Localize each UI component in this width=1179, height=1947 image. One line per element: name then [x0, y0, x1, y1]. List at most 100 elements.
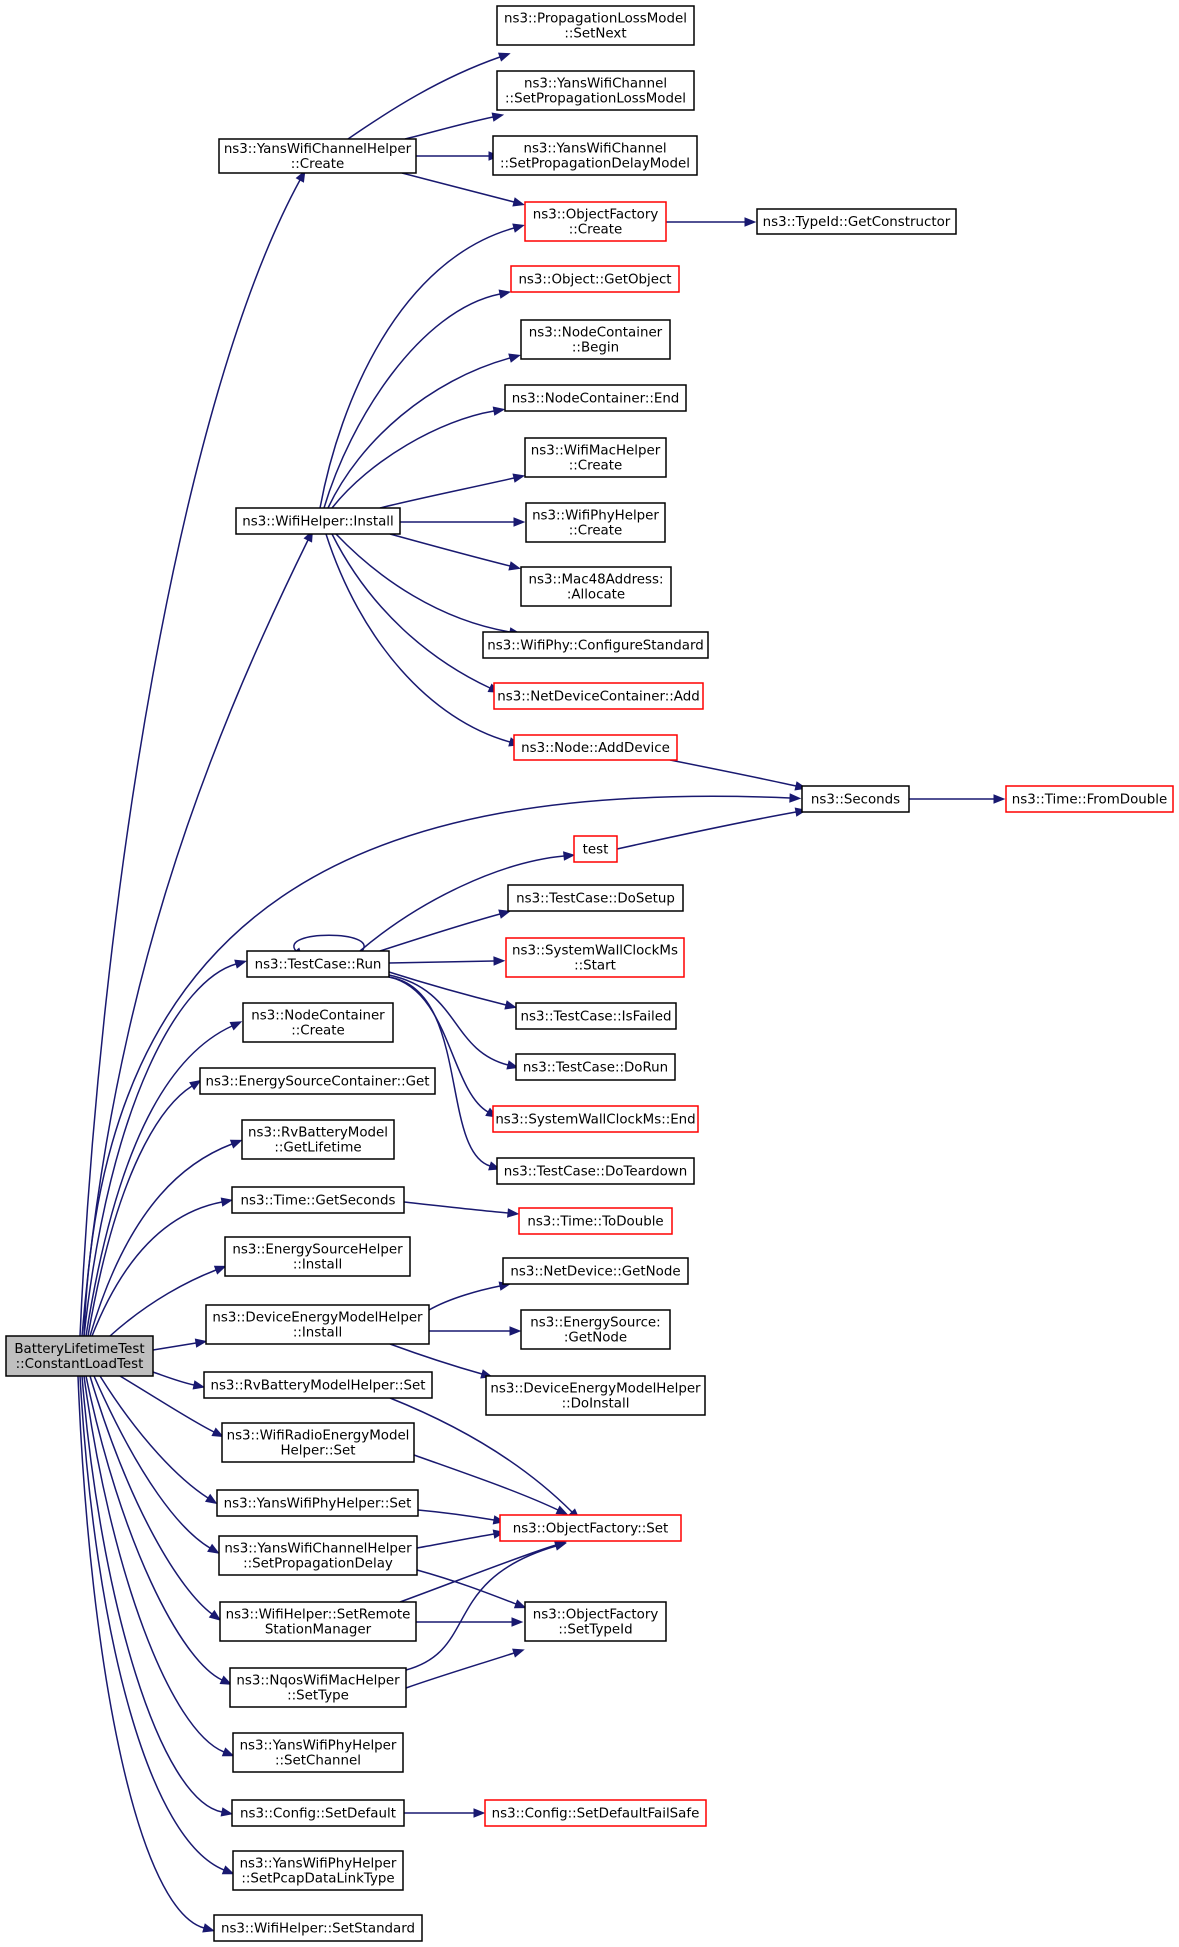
node-box[interactable]	[496, 1157, 695, 1185]
node-yans-chan-helper-create[interactable]: ns3::YansWifiChannelHelper::Create	[218, 138, 417, 174]
node-box[interactable]	[518, 1207, 673, 1235]
node-syswall-start[interactable]: ns3::SystemWallClockMs::Start	[505, 937, 685, 978]
node-mac48-allocate[interactable]: ns3::Mac48Address::Allocate	[520, 566, 672, 607]
node-objfactory-set[interactable]: ns3::ObjectFactory::Set	[499, 1514, 682, 1542]
node-box[interactable]	[524, 1601, 667, 1642]
node-box[interactable]	[485, 1375, 706, 1416]
node-objfactory-settypeid[interactable]: ns3::ObjectFactory::SetTypeId	[524, 1601, 667, 1642]
node-box[interactable]	[502, 1257, 689, 1285]
node-yansphy-set[interactable]: ns3::YansWifiPhyHelper::Set	[216, 1489, 419, 1517]
node-box[interactable]	[520, 1309, 671, 1350]
node-box[interactable]	[504, 384, 687, 412]
node-wifihelper-setstandard[interactable]: ns3::WifiHelper::SetStandard	[213, 1914, 423, 1942]
node-box[interactable]	[199, 1067, 436, 1095]
node-config-setdefaultfailsafe[interactable]: ns3::Config::SetDefaultFailSafe	[484, 1799, 707, 1827]
node-typeid-getctor[interactable]: ns3::TypeId::GetConstructor	[756, 208, 957, 235]
node-rvbathelper-set[interactable]: ns3::RvBatteryModelHelper::Set	[203, 1371, 433, 1399]
node-box[interactable]	[515, 1053, 676, 1081]
node-es-getnode[interactable]: ns3::EnergySource::GetNode	[520, 1309, 671, 1350]
node-box[interactable]	[219, 1601, 417, 1642]
node-box[interactable]	[221, 1422, 415, 1463]
node-yanschan-setpropdelay[interactable]: ns3::YansWifiChannelHelper::SetPropagati…	[218, 1535, 418, 1576]
node-nodecont-begin[interactable]: ns3::NodeContainer::Begin	[520, 319, 671, 360]
node-box[interactable]	[213, 1914, 423, 1942]
node-testcase-dorun[interactable]: ns3::TestCase::DoRun	[515, 1053, 676, 1081]
node-testcase-isfailed[interactable]: ns3::TestCase::IsFailed	[515, 1002, 677, 1030]
node-yans-chan-set-loss[interactable]: ns3::YansWifiChannel::SetPropagationLoss…	[496, 70, 695, 111]
node-box[interactable]	[484, 1799, 707, 1827]
node-box[interactable]	[242, 1002, 394, 1043]
node-box[interactable]	[216, 1489, 419, 1517]
node-wifihelper-install[interactable]: ns3::WifiHelper::Install	[235, 507, 401, 535]
node-rvbat-getlifetime[interactable]: ns3::RvBatteryModel::GetLifetime	[241, 1119, 395, 1160]
node-esc-get[interactable]: ns3::EnergySourceContainer::Get	[199, 1067, 436, 1095]
node-testcase-dosetup[interactable]: ns3::TestCase::DoSetup	[507, 884, 684, 912]
node-box[interactable]	[218, 138, 417, 174]
node-box[interactable]	[507, 884, 684, 912]
node-netdevcont-add[interactable]: ns3::NetDeviceContainer::Add	[493, 682, 704, 710]
node-yansphy-setchannel[interactable]: ns3::YansWifiPhyHelper::SetChannel	[232, 1732, 404, 1773]
node-box[interactable]	[492, 1105, 699, 1133]
node-object-getobject[interactable]: ns3::Object::GetObject	[510, 265, 680, 293]
node-box[interactable]	[505, 937, 685, 978]
node-box[interactable]	[524, 437, 667, 478]
node-eshelper-install[interactable]: ns3::EnergySourceHelper::Install	[224, 1236, 411, 1277]
node-box[interactable]	[232, 1850, 404, 1891]
node-wifiphy-configstd[interactable]: ns3::WifiPhy::ConfigureStandard	[482, 631, 709, 659]
node-box[interactable]	[493, 682, 704, 710]
node-root[interactable]: BatteryLifetimeTest::ConstantLoadTest	[5, 1335, 154, 1377]
node-yans-chan-set-delay[interactable]: ns3::YansWifiChannel::SetPropagationDela…	[492, 135, 698, 176]
node-nodecont-create[interactable]: ns3::NodeContainer::Create	[242, 1002, 394, 1043]
node-box[interactable]	[513, 734, 678, 761]
node-nodecont-end[interactable]: ns3::NodeContainer::End	[504, 384, 687, 412]
node-box[interactable]	[229, 1667, 407, 1708]
node-wifiphy-create[interactable]: ns3::WifiPhyHelper::Create	[525, 502, 666, 543]
node-box[interactable]	[499, 1514, 682, 1542]
node-nqos-settype[interactable]: ns3::NqosWifiMacHelper::SetType	[229, 1667, 407, 1708]
node-box[interactable]	[520, 319, 671, 360]
node-box[interactable]	[573, 835, 618, 863]
node-box[interactable]	[203, 1371, 433, 1399]
node-yansphy-setpcap[interactable]: ns3::YansWifiPhyHelper::SetPcapDataLinkT…	[232, 1850, 404, 1891]
node-netdev-getnode[interactable]: ns3::NetDevice::GetNode	[502, 1257, 689, 1285]
node-box[interactable]	[235, 507, 401, 535]
node-box[interactable]	[492, 135, 698, 176]
node-box[interactable]	[241, 1119, 395, 1160]
node-box[interactable]	[218, 1535, 418, 1576]
node-box[interactable]	[231, 1799, 405, 1827]
node-seconds[interactable]: ns3::Seconds	[801, 785, 910, 813]
node-box[interactable]	[515, 1002, 677, 1030]
node-box[interactable]	[1005, 785, 1174, 813]
node-box[interactable]	[205, 1304, 430, 1345]
node-ploss-setnext[interactable]: ns3::PropagationLossModel::SetNext	[496, 5, 695, 46]
node-test[interactable]: test	[573, 835, 618, 863]
node-node-adddevice[interactable]: ns3::Node::AddDevice	[513, 734, 678, 761]
node-box[interactable]	[231, 1186, 405, 1214]
node-time-fromdouble[interactable]: ns3::Time::FromDouble	[1005, 785, 1174, 813]
node-box[interactable]	[524, 201, 667, 242]
node-box[interactable]	[5, 1335, 154, 1377]
node-box[interactable]	[224, 1236, 411, 1277]
node-objfactory-create[interactable]: ns3::ObjectFactory::Create	[524, 201, 667, 242]
node-box[interactable]	[801, 785, 910, 813]
node-syswall-end[interactable]: ns3::SystemWallClockMs::End	[492, 1105, 699, 1133]
node-box[interactable]	[496, 70, 695, 111]
node-wifimac-create[interactable]: ns3::WifiMacHelper::Create	[524, 437, 667, 478]
node-config-setdefault[interactable]: ns3::Config::SetDefault	[231, 1799, 405, 1827]
node-time-todouble[interactable]: ns3::Time::ToDouble	[518, 1207, 673, 1235]
node-box[interactable]	[520, 566, 672, 607]
node-box[interactable]	[510, 265, 680, 293]
node-box[interactable]	[482, 631, 709, 659]
node-box[interactable]	[232, 1732, 404, 1773]
node-time-getseconds[interactable]: ns3::Time::GetSeconds	[231, 1186, 405, 1214]
node-box[interactable]	[525, 502, 666, 543]
node-demhelper-install[interactable]: ns3::DeviceEnergyModelHelper::Install	[205, 1304, 430, 1345]
node-testcase-run[interactable]: ns3::TestCase::Run	[246, 950, 390, 978]
node-box[interactable]	[756, 208, 957, 235]
node-testcase-doteardown[interactable]: ns3::TestCase::DoTeardown	[496, 1157, 695, 1185]
node-box[interactable]	[246, 950, 390, 978]
node-demhelper-doinstall[interactable]: ns3::DeviceEnergyModelHelper::DoInstall	[485, 1375, 706, 1416]
node-box[interactable]	[496, 5, 695, 46]
